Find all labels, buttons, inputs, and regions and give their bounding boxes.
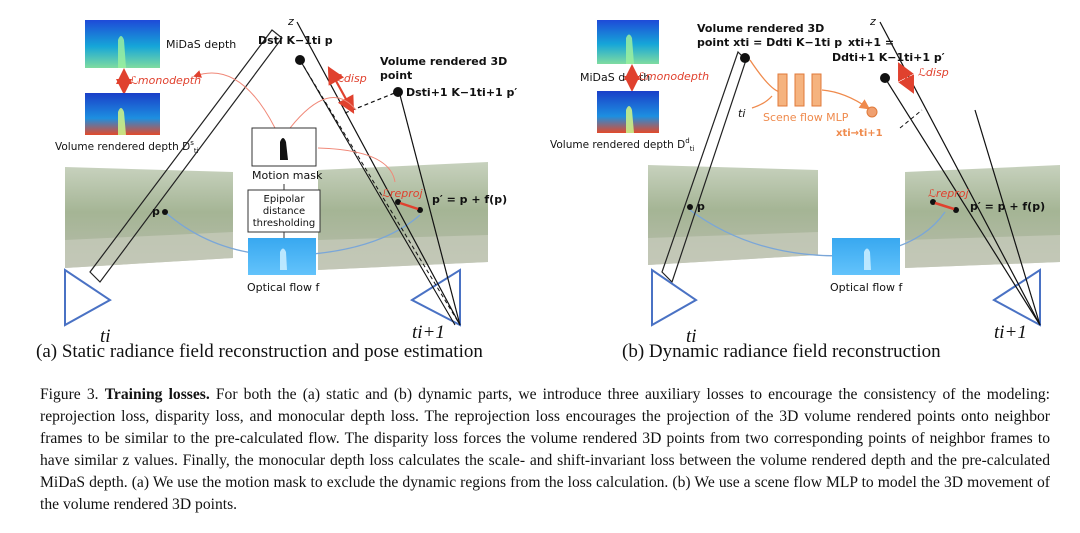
mlp-output-curve bbox=[821, 89, 871, 110]
mlp-layer-2 bbox=[794, 73, 805, 107]
vr-title-1-b: Volume rendered 3D bbox=[697, 22, 824, 35]
monodepth-loss-label: ℒmonodepth bbox=[130, 74, 201, 87]
midas-depth-image bbox=[85, 20, 160, 68]
frame-ti-photo bbox=[65, 167, 233, 268]
volume-rendered-depth-label-b: Volume rendered depth Ddti bbox=[550, 137, 694, 153]
reproj-loss-segment bbox=[399, 201, 419, 211]
epipolar-box bbox=[247, 189, 321, 233]
ray-ti1-b2 bbox=[974, 109, 1041, 326]
camera-ti bbox=[64, 268, 112, 327]
pixel-p bbox=[162, 209, 168, 215]
figure-3-diagram: MiDaS depth ℒmonodepth Volume rendered d… bbox=[36, 15, 1060, 362]
disp-loss-arrow bbox=[327, 66, 355, 114]
p-prime-expr: p′ = p + f(p) bbox=[432, 193, 507, 206]
optical-flow-label: Optical flow f bbox=[247, 281, 321, 294]
mlp-input-ti-curve bbox=[751, 95, 773, 109]
x-flow-label: xti→ti+1 bbox=[836, 128, 883, 139]
x-next-expr-2: Ddti+1 K−1ti+1 p′ bbox=[832, 51, 945, 64]
reproj-loss-label: ℒreproj bbox=[382, 187, 423, 200]
ti1-label: ti+1 bbox=[412, 322, 445, 343]
ray-ti-point bbox=[299, 59, 456, 326]
volume-point-ti-b bbox=[740, 53, 750, 63]
epipolar-label-2: distance bbox=[263, 206, 305, 217]
scene-flow-label: Scene flow MLP bbox=[763, 111, 849, 124]
p-prime-expr-b: p′ = p + f(p) bbox=[970, 200, 1045, 213]
motion-mask-label: Motion mask bbox=[252, 169, 323, 182]
caption-body: For both the (a) static and (b) dynamic … bbox=[40, 386, 1050, 513]
p-label-b: p bbox=[697, 200, 705, 213]
disp-arc bbox=[289, 97, 357, 129]
epipolar-label-3: thresholding bbox=[253, 218, 316, 229]
top-point-expr: Dsti K−1ti p bbox=[258, 34, 333, 47]
epipolar-label-1: Epipolar bbox=[264, 194, 306, 205]
volume-point-ti1-b bbox=[880, 73, 890, 83]
volume-point-ti bbox=[295, 55, 305, 65]
panel-a: MiDaS depth ℒmonodepth Volume rendered d… bbox=[36, 15, 517, 362]
pixel-p-prime bbox=[417, 207, 423, 213]
ray-ti1-b bbox=[884, 77, 1041, 326]
dashed-ray bbox=[299, 59, 461, 326]
volume-rendered-depth-image-b bbox=[597, 91, 659, 133]
volume-rendered-depth-image bbox=[85, 93, 160, 135]
disp-loss-arrow-b bbox=[898, 62, 914, 94]
x-next-expr-1: xti+1 = bbox=[848, 36, 894, 49]
reproj-loss-segment-b bbox=[934, 201, 955, 211]
motion-mask-silhouette bbox=[280, 138, 288, 160]
panel-b: MiDaS depth ℒmonodepth Volume rendered d… bbox=[550, 15, 1060, 362]
scene-flow-point bbox=[866, 106, 878, 118]
mlp-ti-label: ti bbox=[738, 107, 745, 120]
frame-ti1-photo bbox=[318, 162, 488, 270]
vr-point-title-1: Volume rendered 3D bbox=[380, 55, 507, 68]
ti-label: ti bbox=[100, 326, 111, 347]
pixel-p-b bbox=[687, 204, 693, 210]
reproj-arc bbox=[317, 147, 396, 183]
ray-ti bbox=[89, 29, 283, 283]
reproj-loss-label-b: ℒreproj bbox=[928, 187, 969, 200]
vr-point-title-2: point bbox=[380, 69, 412, 82]
camera-ti1-b bbox=[992, 268, 1041, 327]
mlp-layer-3 bbox=[811, 73, 822, 107]
pixel-p-prime-b bbox=[953, 207, 959, 213]
monodepth-loss-label-b: ℒmonodepth bbox=[638, 70, 709, 83]
volume-point-ti1 bbox=[393, 87, 403, 97]
figure-caption: Figure 3. Training losses. For both the … bbox=[40, 384, 1050, 516]
pixel-p-reproj bbox=[395, 199, 401, 205]
z-label-b: z bbox=[869, 15, 876, 28]
mlp-input-curve bbox=[749, 59, 781, 93]
volume-rendered-depth-label: Volume rendered depth Dsti bbox=[55, 139, 199, 155]
z-label: z bbox=[287, 15, 294, 28]
midas-depth-image-b bbox=[597, 20, 659, 64]
camera-ti-b bbox=[651, 268, 698, 327]
disp-dashed-b bbox=[899, 109, 923, 129]
vr-title-2-b: point xti = Ddti K−1ti p bbox=[697, 36, 842, 49]
ray-ti1 bbox=[399, 94, 461, 326]
optical-flow-label-b: Optical flow f bbox=[830, 281, 904, 294]
p-label: p bbox=[152, 205, 160, 218]
disp-loss-label: ℒdisp bbox=[336, 72, 367, 85]
disp-loss-label-b: ℒdisp bbox=[918, 66, 949, 79]
subtitle-b: (b) Dynamic radiance field reconstructio… bbox=[622, 341, 941, 362]
mlp-layer-1 bbox=[777, 73, 788, 107]
pixel-p-reproj-b bbox=[930, 199, 936, 205]
vr-point-expr: Dsti+1 K−1ti+1 p′ bbox=[406, 86, 517, 99]
disp-dashed-line bbox=[344, 91, 398, 114]
frame-ti-photo-b bbox=[648, 165, 818, 265]
caption-prefix: Figure 3. bbox=[40, 386, 105, 403]
midas-depth-label: MiDaS depth bbox=[166, 38, 236, 51]
ti1-label-b: ti+1 bbox=[994, 322, 1027, 343]
midas-arc bbox=[193, 70, 276, 129]
ti-label-b: ti bbox=[686, 326, 697, 347]
z-axis bbox=[296, 21, 461, 326]
subtitle-a: (a) Static radiance field reconstruction… bbox=[36, 341, 483, 362]
caption-title: Training losses. bbox=[104, 386, 210, 403]
